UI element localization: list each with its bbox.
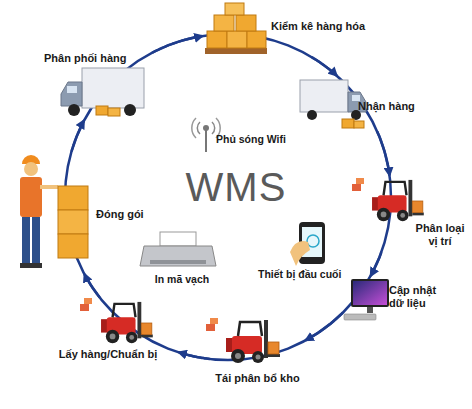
stage-node: Lấy hàng/Chuẩn bị xyxy=(38,298,178,363)
carton xyxy=(236,15,256,31)
stage-label: Lấy hàng/Chuẩn bị xyxy=(38,348,178,361)
stage-label: Phân phối hàng xyxy=(44,52,144,65)
monitor-frame xyxy=(351,279,389,307)
monitor-stand xyxy=(367,307,373,313)
stage-label: Cập nhật dữ liệu xyxy=(389,284,451,310)
cycle-arrow xyxy=(371,252,382,276)
feature-label: Thiết bị đầu cuối xyxy=(258,268,358,281)
stage-node: Đóng gói xyxy=(12,152,147,274)
worker-leg xyxy=(32,217,40,265)
handheld-terminal xyxy=(290,222,325,266)
truck-wheel xyxy=(307,110,317,120)
wifi-wave xyxy=(212,122,215,134)
stage-node: Cập nhật dữ liệu xyxy=(343,276,453,326)
stage-label: Tái phân bổ kho xyxy=(210,372,305,385)
worker-shirt xyxy=(20,177,42,217)
stage-label: Nhận hàng xyxy=(358,100,418,113)
carton xyxy=(96,106,108,115)
cycle-arrow xyxy=(72,121,85,152)
cycle-arrow xyxy=(85,274,100,297)
computer-monitor xyxy=(344,279,389,320)
stage-label: Phân loại vị trí xyxy=(410,222,470,248)
truck-wheel xyxy=(68,104,80,116)
stage-node: Phân loại vị trí xyxy=(364,176,470,252)
cycle-arrow xyxy=(152,36,202,53)
system-title: WMS xyxy=(166,165,306,209)
worker-leg xyxy=(22,217,30,265)
worker-arm xyxy=(40,185,58,189)
feature-label: In mã vạch xyxy=(140,273,224,286)
printer-body xyxy=(140,246,216,266)
hand xyxy=(290,241,310,266)
carton xyxy=(214,15,234,31)
pallet xyxy=(205,48,267,54)
feature-label: Phủ sóng Wifi xyxy=(216,133,308,146)
barcode-printer xyxy=(140,232,216,266)
truck-container xyxy=(82,68,144,108)
wifi-wave xyxy=(192,118,196,138)
delivery-truck xyxy=(61,68,144,116)
stage-node: Tái phân bổ kho xyxy=(210,316,305,388)
cycle-arrow xyxy=(377,132,389,176)
monitor-screen xyxy=(353,281,387,305)
wifi-wave xyxy=(197,122,200,134)
truck-cab xyxy=(61,82,82,106)
forklift xyxy=(101,302,153,343)
cycle-arrow xyxy=(312,57,337,75)
carton xyxy=(354,121,364,128)
worker-head xyxy=(24,162,38,176)
stage-label: Đóng gói xyxy=(96,208,146,221)
stage-node: Phân phối hàng xyxy=(42,50,152,120)
small-box xyxy=(356,178,364,184)
carton xyxy=(108,108,120,116)
box-pile xyxy=(205,3,267,54)
stage-label: Kiểm kê hàng hóa xyxy=(271,20,383,33)
carton xyxy=(58,186,88,210)
forklift xyxy=(226,320,280,363)
cycle-arrow xyxy=(179,352,210,359)
carton xyxy=(207,31,227,48)
small-box xyxy=(210,318,218,324)
forklift xyxy=(372,180,424,221)
cycle-ring xyxy=(65,34,391,360)
cycle-arrow xyxy=(306,313,343,341)
carton xyxy=(58,210,88,234)
wifi-icon xyxy=(192,118,220,152)
antenna-tip xyxy=(203,125,209,131)
worker-shoe xyxy=(20,263,31,268)
antenna-mast xyxy=(205,130,207,152)
keyboard xyxy=(344,314,376,320)
stage-node: Nhận hàng xyxy=(298,76,418,131)
receiving-truck xyxy=(300,80,366,128)
carton xyxy=(225,3,244,15)
small-box xyxy=(206,324,215,331)
small-box xyxy=(80,304,89,311)
printer-paper xyxy=(160,232,196,246)
carton xyxy=(247,31,266,48)
small-box xyxy=(352,184,361,191)
truck-container xyxy=(300,80,348,112)
packing-worker xyxy=(20,155,88,268)
truck-wheel xyxy=(124,104,136,116)
stage-node: Kiểm kê hàng hóa xyxy=(203,2,383,57)
truck-window xyxy=(67,86,77,93)
printer-slot xyxy=(150,260,206,264)
worker-shoe xyxy=(31,263,42,268)
carton xyxy=(227,31,247,48)
carton xyxy=(58,234,88,258)
small-box xyxy=(84,298,92,304)
carton xyxy=(342,119,354,128)
